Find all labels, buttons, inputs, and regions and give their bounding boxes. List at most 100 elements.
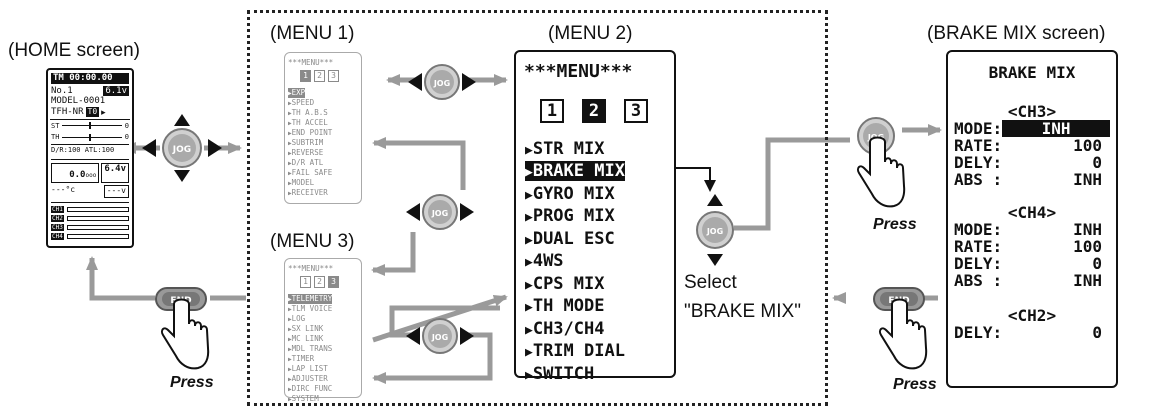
- menu2-list: ▶STR MIX▶BRAKE MIX▶GYRO MIX▶PROG MIX▶DUA…: [525, 139, 674, 387]
- menu-item-brake-mix[interactable]: ▶BRAKE MIX: [525, 161, 674, 184]
- menu-item-cps-mix[interactable]: ▶CPS MIX: [525, 274, 674, 297]
- menu2-screen: ***MENU*** 1 2 3 ▶STR MIX▶BRAKE MIX▶GYRO…: [514, 50, 676, 378]
- brake-mix-title: BRAKE MIX: [948, 64, 1116, 81]
- ch4-row-rate[interactable]: RATE:100: [948, 238, 1116, 255]
- menu-item-trim-dial[interactable]: ▶TRIM DIAL: [525, 341, 674, 364]
- menu-item-telemetry[interactable]: ▶TELEMETRY: [288, 294, 361, 304]
- select-label-line2: "BRAKE MIX": [684, 301, 801, 323]
- menu-item-dual-esc[interactable]: ▶DUAL ESC: [525, 229, 674, 252]
- menu-item-mc-link[interactable]: ▶MC LINK: [288, 334, 361, 344]
- ch4-label: CH4: [51, 233, 64, 240]
- setting-key: DELY:: [954, 324, 1002, 341]
- jog-home-text: JOG: [172, 145, 191, 155]
- setting-value: 0: [1002, 255, 1116, 272]
- jog-leftright-menu3[interactable]: JOG: [404, 316, 476, 356]
- menu-item-label: STR MIX: [533, 139, 605, 159]
- menu-pointer-icon: ▶: [525, 165, 533, 180]
- menu-item-gyro-mix[interactable]: ▶GYRO MIX: [525, 184, 674, 207]
- ch2-settings: DELY:0: [948, 324, 1116, 341]
- jog-updown-select[interactable]: JOG: [694, 192, 736, 268]
- jog-4way-home[interactable]: JOG: [140, 112, 224, 184]
- menu-pointer-icon: ▶: [525, 143, 533, 158]
- menu-item-mdl-trans[interactable]: ▶MDL TRANS: [288, 344, 361, 354]
- setting-value: 100: [1002, 238, 1116, 255]
- jog-right-icon: [462, 73, 476, 91]
- jog-press-button[interactable]: JOG: [848, 112, 908, 222]
- jog-leftright-menu[interactable]: JOG: [406, 62, 478, 102]
- ch4-row-mode[interactable]: MODE:INH: [948, 221, 1116, 238]
- ch3-settings: MODE:INHRATE:100DELY:0ABS :INH: [948, 120, 1116, 188]
- menu-item-label: DIRC FUNC: [292, 384, 333, 393]
- home-th-label: TH: [51, 132, 59, 143]
- menu-item-d-r-atl[interactable]: ▶D/R ATL: [288, 158, 361, 168]
- jog-leftright-middle[interactable]: JOG: [404, 192, 476, 232]
- menu-item-label: TH ACCEL: [292, 118, 328, 127]
- menu-item-sx-link[interactable]: ▶SX LINK: [288, 324, 361, 334]
- ch4-row-dely[interactable]: DELY:0: [948, 255, 1116, 272]
- jog-right-icon: [460, 327, 474, 345]
- home-voltage: 6.1v: [103, 86, 129, 97]
- menu-item-th-accel[interactable]: ▶TH ACCEL: [288, 118, 361, 128]
- menu-item-adjuster[interactable]: ▶ADJUSTER: [288, 374, 361, 384]
- menu3-page-1: 1: [300, 276, 311, 288]
- menu-item-th-a-b-s[interactable]: ▶TH A.B.S: [288, 108, 361, 118]
- menu-item-speed[interactable]: ▶SPEED: [288, 98, 361, 108]
- end-press-home[interactable]: END: [152, 284, 214, 384]
- menu-pointer-icon: ▶: [525, 188, 533, 203]
- arrow-end-to-home: [92, 258, 155, 298]
- menu-item-end-point[interactable]: ▶END POINT: [288, 128, 361, 138]
- brake-screen-label: (BRAKE MIX screen): [927, 23, 1105, 45]
- menu-item-tlm-voice[interactable]: ▶TLM VOICE: [288, 304, 361, 314]
- menu-item-exp[interactable]: ▶EXP: [288, 88, 361, 98]
- jog-menu1-text: JOG: [433, 79, 450, 88]
- jog-left-icon: [406, 327, 420, 345]
- ch3-row-rate[interactable]: RATE:100: [948, 137, 1116, 154]
- menu2-page-3: 3: [624, 99, 648, 123]
- home-mode: TFH-NR: [51, 107, 84, 118]
- setting-value: INH: [1002, 171, 1116, 188]
- menu-item-4ws[interactable]: ▶4WS: [525, 251, 674, 274]
- home-model-name: MODEL-0001: [51, 96, 129, 107]
- menu-item-str-mix[interactable]: ▶STR MIX: [525, 139, 674, 162]
- menu-item-system[interactable]: ▶SYSTEM: [288, 394, 361, 404]
- setting-value: 0: [1002, 154, 1116, 171]
- home-reading1-unit: ooo: [85, 172, 96, 179]
- menu-item-dirc-func[interactable]: ▶DIRC FUNC: [288, 384, 361, 394]
- menu-item-label: FAIL SAFE: [292, 168, 333, 177]
- setting-value: INH: [1002, 221, 1116, 238]
- menu-item-label: LAP LIST: [292, 364, 328, 373]
- ch2-row-dely[interactable]: DELY:0: [948, 324, 1116, 341]
- menu-item-switch[interactable]: ▶SWITCH: [525, 364, 674, 387]
- ch3-row-abs[interactable]: ABS :INH: [948, 171, 1116, 188]
- menu-item-receiver[interactable]: ▶RECEIVER: [288, 188, 361, 198]
- menu-item-fail-safe[interactable]: ▶FAIL SAFE: [288, 168, 361, 178]
- menu-item-label: 4WS: [533, 251, 564, 271]
- menu-item-reverse[interactable]: ▶REVERSE: [288, 148, 361, 158]
- setting-key: RATE:: [954, 238, 1002, 255]
- menu-item-label: REVERSE: [292, 148, 324, 157]
- ch1-label: CH1: [51, 206, 64, 213]
- menu-item-model[interactable]: ▶MODEL: [288, 178, 361, 188]
- menu-item-log[interactable]: ▶LOG: [288, 314, 361, 324]
- home-temp: ---°c: [51, 185, 102, 198]
- menu-pointer-icon: ▶: [525, 255, 533, 270]
- ch2-label: CH2: [51, 215, 64, 222]
- menu3-list: ▶TELEMETRY▶TLM VOICE▶LOG▶SX LINK▶MC LINK…: [288, 294, 361, 404]
- ch1-bar: [67, 207, 129, 212]
- menu-item-th-mode[interactable]: ▶TH MODE: [525, 296, 674, 319]
- ch3-row-mode[interactable]: MODE:INH: [948, 120, 1116, 137]
- menu-item-label: PROG MIX: [533, 206, 615, 226]
- menu1-list: ▶EXP▶SPEED▶TH A.B.S▶TH ACCEL▶END POINT▶S…: [288, 88, 361, 198]
- menu-item-subtrim[interactable]: ▶SUBTRIM: [288, 138, 361, 148]
- menu-item-label: LOG: [292, 314, 306, 323]
- setting-key: RATE:: [954, 137, 1002, 154]
- ch3-row-dely[interactable]: DELY:0: [948, 154, 1116, 171]
- press-label-end-home: Press: [170, 374, 214, 392]
- menu-item-prog-mix[interactable]: ▶PROG MIX: [525, 206, 674, 229]
- menu-item-label: SUBTRIM: [292, 138, 324, 147]
- end-press-brakemix[interactable]: END: [870, 284, 932, 384]
- menu-item-timer[interactable]: ▶TIMER: [288, 354, 361, 364]
- menu-item-lap-list[interactable]: ▶LAP LIST: [288, 364, 361, 374]
- menu-item-ch3-ch4[interactable]: ▶CH3/CH4: [525, 319, 674, 342]
- ch4-row-abs[interactable]: ABS :INH: [948, 272, 1116, 289]
